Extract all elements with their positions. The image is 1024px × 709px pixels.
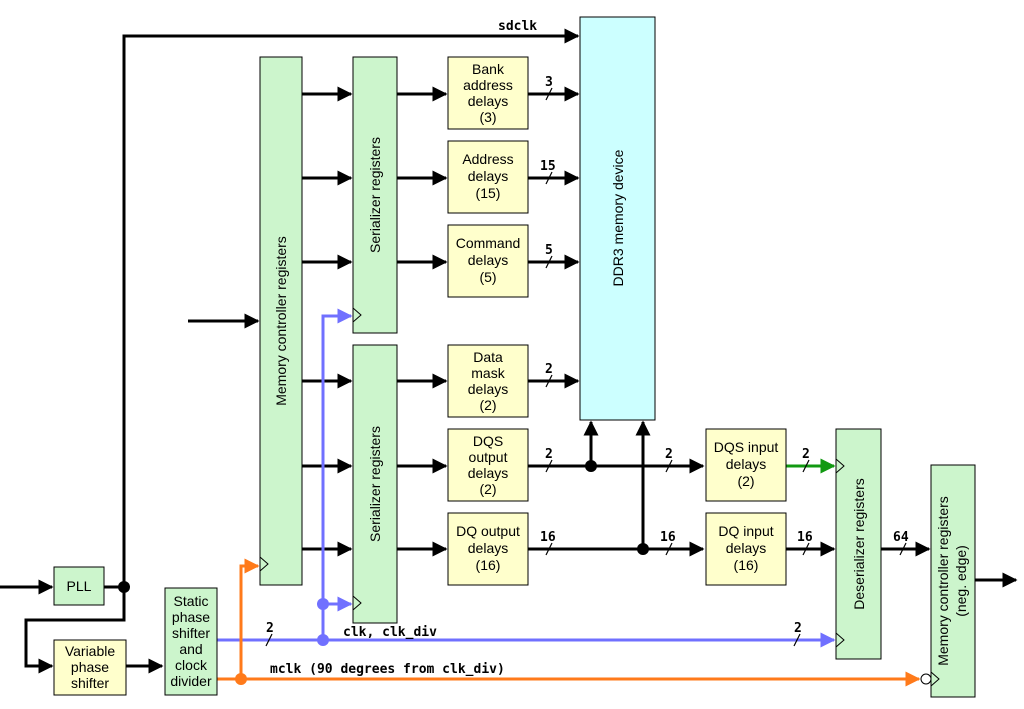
- sdclk-wire: [122, 28, 580, 587]
- dqs-junction-dot: [585, 460, 597, 472]
- clk-junction-dot-2: [317, 598, 329, 610]
- svg-text:delays: delays: [468, 252, 508, 268]
- svg-text:DDR3 memory device: DDR3 memory device: [610, 149, 626, 286]
- svg-text:Memory controller registers: Memory controller registers: [273, 236, 289, 406]
- svg-text:divider: divider: [170, 673, 212, 689]
- svg-text:shifter: shifter: [71, 675, 109, 691]
- serializer-registers-top-block: Serializer registers: [352, 56, 398, 334]
- svg-text:16: 16: [540, 530, 556, 545]
- svg-text:(5): (5): [479, 269, 496, 285]
- svg-text:DQ input: DQ input: [718, 523, 773, 539]
- mclk-junction-dot: [235, 673, 247, 685]
- dq-input-delays-block: DQ input delays (16): [705, 512, 787, 586]
- data-mask-delays-block: Data mask delays (2): [447, 344, 529, 418]
- mclk-to-mcr-wire: [239, 558, 260, 679]
- svg-text:address: address: [463, 77, 513, 93]
- clk-to-ser-top-wire: [321, 308, 353, 640]
- svg-text:DQ output: DQ output: [456, 523, 520, 539]
- svg-text:2: 2: [266, 621, 274, 636]
- svg-text:mask: mask: [471, 365, 505, 381]
- svg-text:16: 16: [797, 530, 813, 545]
- serializer-registers-bottom-block: Serializer registers: [352, 344, 398, 624]
- svg-text:delays: delays: [468, 465, 508, 481]
- svg-text:phase: phase: [172, 609, 210, 625]
- svg-text:(16): (16): [476, 557, 501, 573]
- svg-text:output: output: [469, 449, 508, 465]
- svg-text:Command: Command: [456, 235, 521, 251]
- svg-text:Serializer registers: Serializer registers: [367, 137, 383, 253]
- svg-text:2: 2: [665, 447, 673, 462]
- svg-text:(2): (2): [479, 481, 496, 497]
- static-phase-shifter-block: Static phase shifter and clock divider: [164, 587, 218, 696]
- junctions: [118, 460, 649, 685]
- svg-text:DQS: DQS: [473, 433, 503, 449]
- clk-label: clk, clk_div: [343, 625, 437, 640]
- svg-text:(16): (16): [734, 557, 759, 573]
- clk-junction-dot: [317, 634, 329, 646]
- svg-text:Address: Address: [462, 151, 513, 167]
- svg-text:phase: phase: [71, 659, 109, 675]
- svg-text:16: 16: [660, 530, 676, 545]
- bus-ticks: [265, 87, 907, 647]
- svg-text:shifter: shifter: [172, 625, 210, 641]
- svg-text:5: 5: [545, 243, 553, 258]
- svg-text:and: and: [179, 641, 202, 657]
- dqs-output-delays-block: DQS output delays (2): [447, 428, 529, 502]
- svg-text:(2): (2): [479, 397, 496, 413]
- svg-text:2: 2: [802, 447, 810, 462]
- pll-block: PLL: [53, 566, 105, 606]
- svg-text:64: 64: [893, 530, 909, 545]
- svg-text:Data: Data: [473, 349, 503, 365]
- variable-phase-shifter-block: Variable phase shifter: [53, 639, 127, 696]
- command-delays-block: Command delays (5): [447, 224, 529, 298]
- bank-address-delays-block: Bank address delays (3): [447, 56, 529, 130]
- labels: sdclk clk, clk_div mclk (90 degrees from…: [266, 19, 909, 677]
- neg-edge-bubble: [920, 673, 932, 685]
- mclk-label: mclk (90 degrees from clk_div): [270, 662, 505, 677]
- pll-label: PLL: [67, 578, 92, 594]
- memory-controller-registers-neg-block: Memory controller registers (neg. edge): [920, 464, 976, 698]
- svg-text:Bank: Bank: [472, 61, 505, 77]
- address-delays-block: Address delays (15): [447, 140, 529, 214]
- svg-text:Deserializer registers: Deserializer registers: [851, 478, 867, 609]
- svg-text:delays: delays: [726, 456, 766, 472]
- svg-text:delays: delays: [468, 381, 508, 397]
- svg-text:delays: delays: [468, 168, 508, 184]
- pll-junction-dot: [118, 581, 130, 593]
- svg-text:3: 3: [545, 75, 553, 90]
- svg-text:2: 2: [794, 621, 802, 636]
- dq-output-delays-block: DQ output delays (16): [447, 512, 529, 586]
- ddr3-memory-device-block: DDR3 memory device: [579, 16, 656, 421]
- deserializer-registers-block: Deserializer registers: [835, 428, 882, 660]
- dq-junction-dot: [637, 543, 649, 555]
- svg-text:Memory controller registers: Memory controller registers: [935, 496, 951, 666]
- svg-text:(3): (3): [479, 109, 496, 125]
- pll-to-vps-wire: [24, 587, 126, 674]
- svg-text:(2): (2): [737, 473, 754, 489]
- svg-text:DQS input: DQS input: [714, 439, 779, 455]
- svg-text:Variable: Variable: [65, 643, 116, 659]
- dqs-input-delays-block: DQS input delays (2): [705, 428, 787, 502]
- memory-controller-registers-block: Memory controller registers: [259, 56, 303, 586]
- svg-text:Serializer registers: Serializer registers: [367, 426, 383, 542]
- svg-text:delays: delays: [726, 540, 766, 556]
- sdclk-label: sdclk: [498, 19, 537, 34]
- svg-text:Static: Static: [173, 593, 208, 609]
- svg-text:15: 15: [540, 159, 556, 174]
- svg-text:2: 2: [545, 447, 553, 462]
- svg-text:delays: delays: [468, 540, 508, 556]
- svg-text:2: 2: [545, 362, 553, 377]
- svg-text:(neg. edge): (neg. edge): [953, 545, 969, 617]
- svg-text:(15): (15): [476, 185, 501, 201]
- svg-text:clock: clock: [175, 657, 208, 673]
- svg-text:delays: delays: [468, 93, 508, 109]
